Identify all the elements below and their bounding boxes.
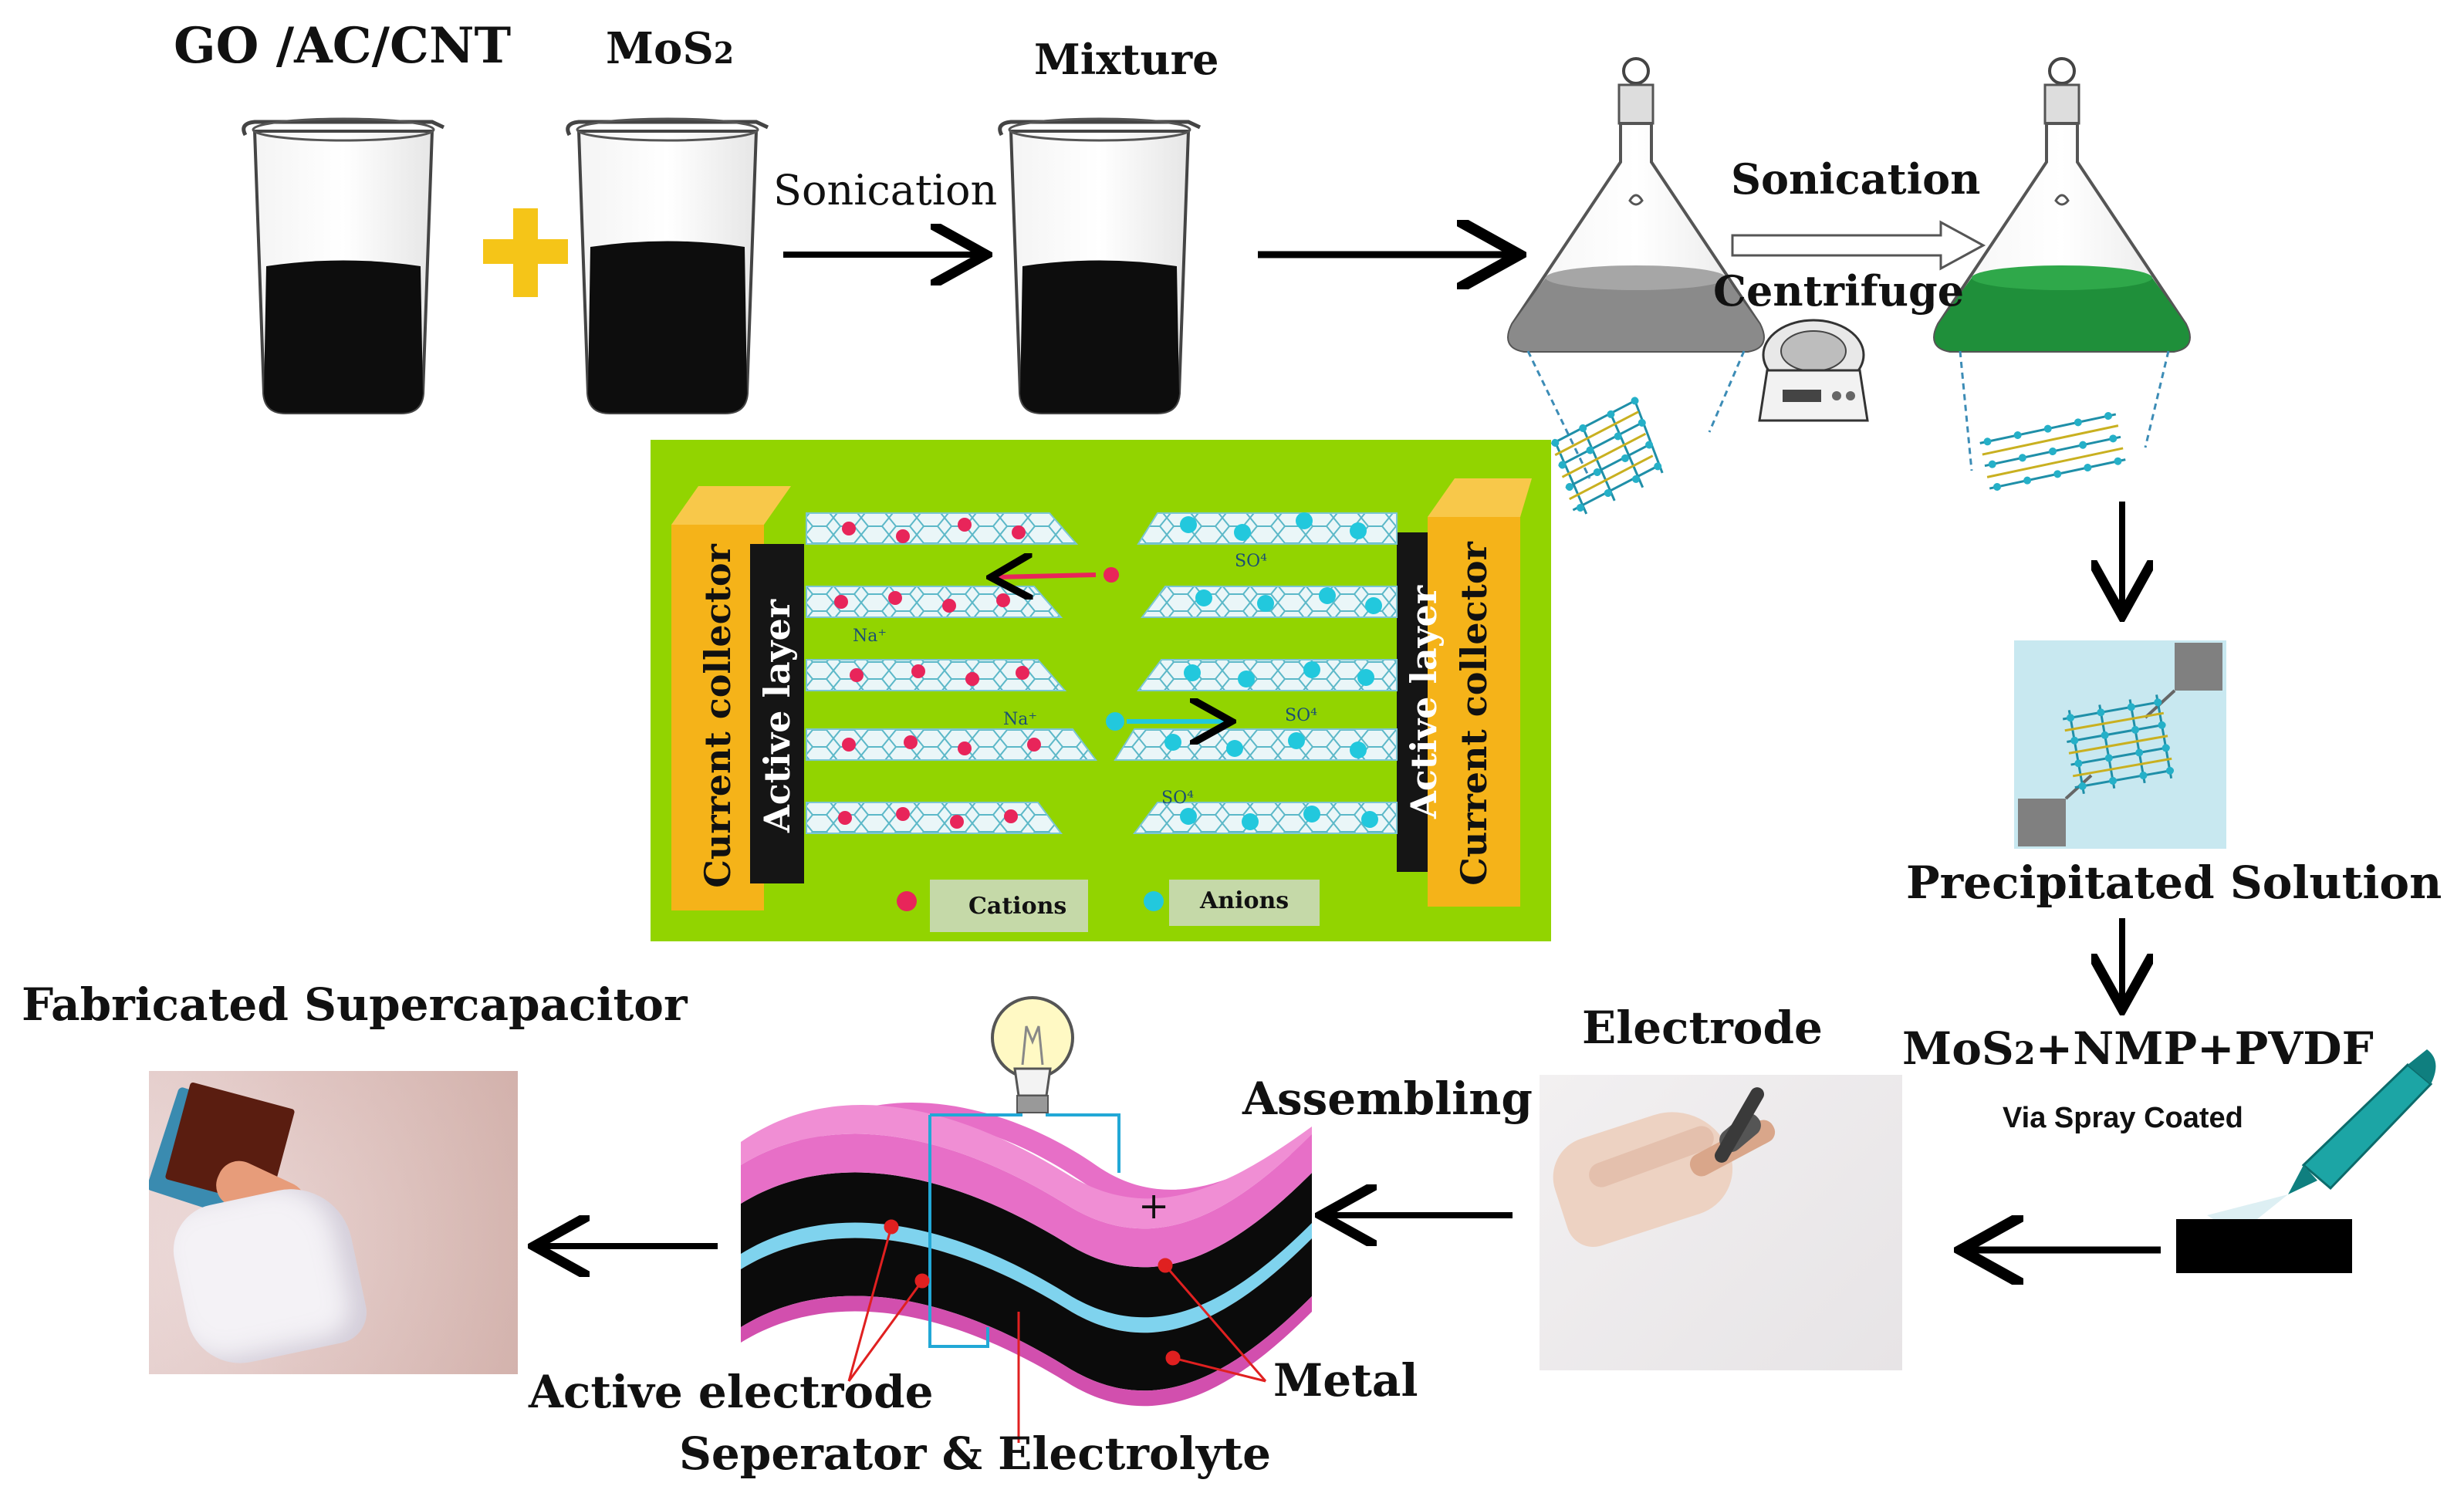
- sonication-label-1: Sonication: [773, 166, 998, 215]
- via-spray-coated-label: Via Spray Coated: [2003, 1102, 2243, 1134]
- flask-grey: [1507, 57, 1765, 479]
- ion-label-so4-1: SO⁴: [1235, 552, 1267, 571]
- centrifuge-label: Centrifuge: [1713, 266, 1965, 316]
- active-layer-right-label: Active layer: [1403, 586, 1445, 819]
- electrode-photo: [1540, 1075, 1902, 1370]
- substrate-block: [2176, 1219, 2352, 1273]
- ion-mechanism-inset: [651, 440, 1551, 941]
- active-layer-left-label: Active layer: [756, 600, 798, 833]
- formula-part2: +NMP+PVDF: [2035, 1022, 2374, 1075]
- mos2-label: MoS2: [606, 23, 734, 74]
- precipitated-solution-box: [2014, 640, 2226, 849]
- current-collector-right-label: Current collector: [1453, 542, 1495, 886]
- flask-grey-crystal-structure: [1550, 397, 1664, 515]
- go-ac-cnt-label: GO /AC/CNT: [174, 17, 512, 75]
- precipitated-solution-label: Precipitated Solution: [1906, 856, 2442, 909]
- metal-label: Metal: [1273, 1354, 1418, 1407]
- assembling-label: Assembling: [1242, 1073, 1533, 1125]
- mixture-label: Mixture: [1034, 35, 1219, 84]
- current-collector-left-label: Current collector: [697, 544, 739, 888]
- flask-green-crystal-structure: [1979, 412, 2126, 491]
- pointer-lines: [847, 1219, 1267, 1443]
- ion-label-na-1: Na⁺: [853, 627, 887, 646]
- beaker-go-ac-cnt: [242, 117, 445, 414]
- mos2-label-main: MoS: [606, 23, 714, 74]
- ion-label-na-2: Na⁺: [1003, 710, 1037, 729]
- legend-cations-label: Cations: [968, 893, 1067, 920]
- sonication-label-2: Sonication: [1731, 154, 1981, 204]
- ion-label-so4-3: SO⁴: [1161, 789, 1194, 808]
- beaker-mos2: [566, 117, 769, 414]
- lightbulb-icon: [991, 996, 1074, 1113]
- plus-icon: [483, 208, 568, 297]
- spray-pen-icon: [2207, 1049, 2436, 1235]
- electrode-label: Electrode: [1582, 1002, 1823, 1054]
- flask-green: [1933, 57, 2191, 471]
- plus-terminal-label: +: [1138, 1184, 1170, 1228]
- mos2-label-sub: 2: [713, 35, 735, 70]
- centrifuge-icon: [1758, 319, 1869, 422]
- fabricated-supercapacitor-photo: [149, 1071, 518, 1374]
- active-electrode-label: Active electrode: [529, 1366, 934, 1418]
- legend-anions-label: Anions: [1200, 887, 1289, 914]
- ion-label-so4-2: SO⁴: [1285, 706, 1317, 725]
- separator-electrolyte-label: Seperator & Electrolyte: [679, 1427, 1272, 1480]
- formula-sub: 2: [2013, 1035, 2036, 1072]
- hollow-arrow-icon: [1731, 220, 1986, 271]
- beaker-mixture: [998, 117, 1202, 414]
- fabricated-supercapacitor-label: Fabricated Supercapacitor: [22, 978, 688, 1031]
- formula-part1: MoS: [1902, 1022, 2014, 1075]
- supercapacitor-stack: [741, 1103, 1312, 1407]
- formula-label: MoS2+NMP+PVDF: [1902, 1022, 2374, 1075]
